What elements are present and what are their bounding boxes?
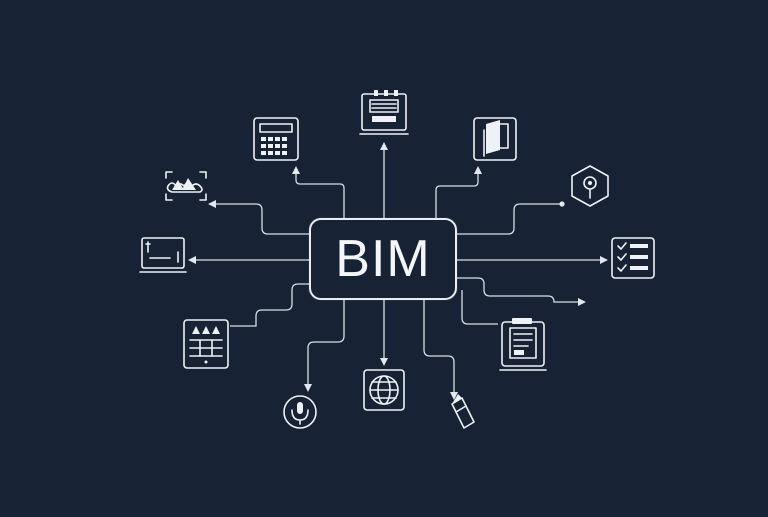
arrowhead-right xyxy=(600,256,608,264)
connector-bottom-right xyxy=(423,300,455,396)
connector-lower-right xyxy=(461,290,498,325)
arrowhead-bottom-left xyxy=(304,384,312,392)
connectors xyxy=(194,146,602,396)
pencil-icon xyxy=(451,394,475,429)
connector-upper-left xyxy=(214,203,309,235)
connector-lower-right-arrow xyxy=(457,277,580,303)
arrowheads xyxy=(188,142,608,400)
monitor-icon xyxy=(139,237,187,273)
spreadsheet-icon xyxy=(183,319,229,369)
connector-top-left xyxy=(295,170,345,218)
arrowhead-top-right xyxy=(474,166,482,174)
connector-upper-right xyxy=(457,203,560,235)
connector-top-right xyxy=(435,170,479,218)
arrowhead-top xyxy=(380,142,388,150)
microphone-icon xyxy=(283,395,317,429)
connector-bottom-left xyxy=(307,300,345,386)
folder-icon xyxy=(473,117,517,161)
checklist-icon xyxy=(611,237,655,279)
calculator-icon xyxy=(253,117,299,161)
landscape-icon xyxy=(165,171,207,201)
connector-lower-left xyxy=(230,283,309,327)
arrowhead-lower-right xyxy=(578,298,586,306)
arrowhead-bottom xyxy=(380,358,388,366)
arrowhead-left xyxy=(188,256,196,264)
hexagon-pin-icon xyxy=(571,165,609,207)
globe-icon xyxy=(363,369,405,411)
arrowhead-top-left xyxy=(292,166,300,174)
hub-label: BIM xyxy=(335,230,431,288)
clipboard-icon xyxy=(499,318,547,371)
arrowhead-bottom-right xyxy=(450,392,458,400)
arrowhead-upper-left xyxy=(208,200,216,208)
printer-icon xyxy=(359,90,409,135)
arrowhead-upper-right xyxy=(559,201,565,207)
bim-hub-node: BIM xyxy=(309,218,457,300)
